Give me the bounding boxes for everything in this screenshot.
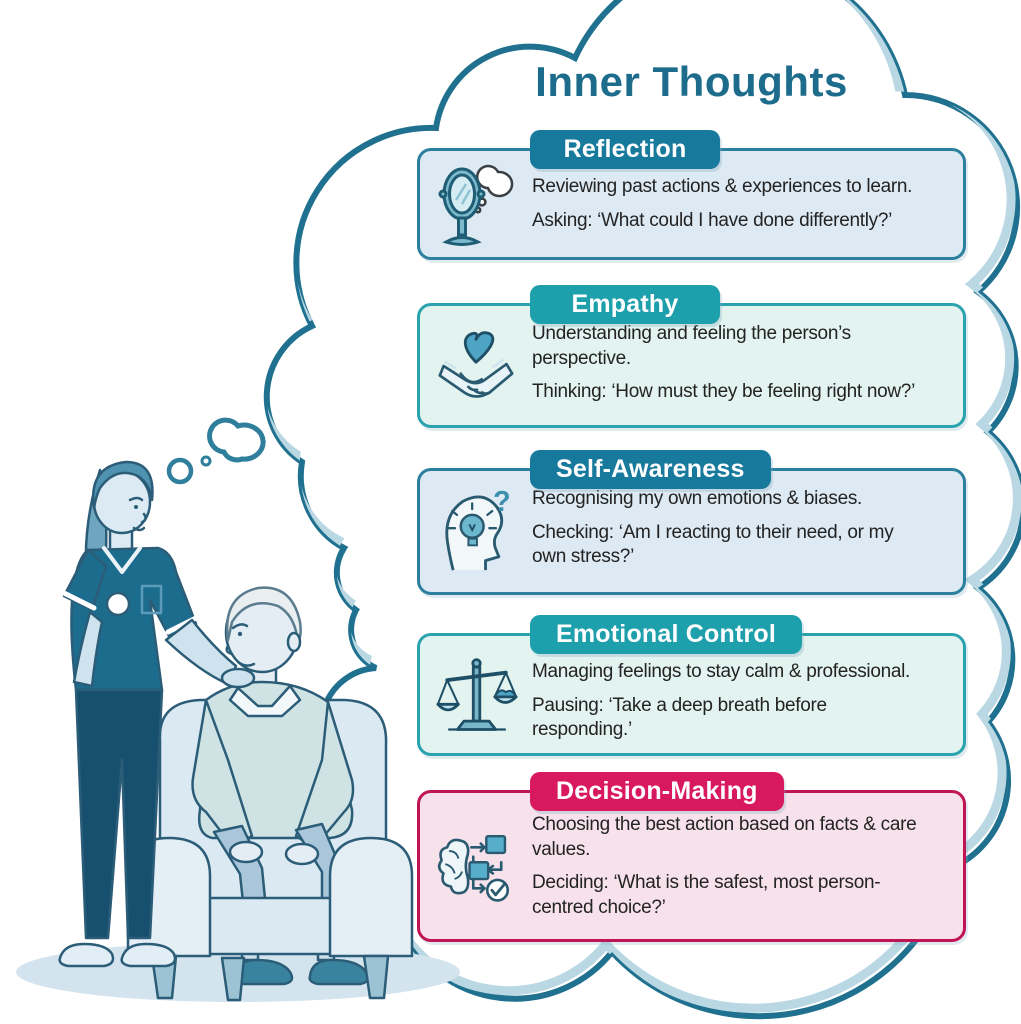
caregiver-nurse (58, 460, 256, 968)
page-title: Inner Thoughts (535, 58, 848, 105)
card-header-reflection: Reflection (530, 130, 720, 169)
card-text: Pausing: ‘Take a deep breath before resp… (532, 694, 827, 741)
card-empathy: Empathy Understanding and feeling the pe… (417, 285, 966, 428)
card-emotional-control: Emotional Control (417, 615, 966, 756)
card-text: Deciding: ‘What is the safest, most pers… (532, 872, 881, 919)
card-self-awareness: Self-Awareness ? Recognising my own emot… (417, 450, 966, 595)
card-text: Managing feelings to stay calm & profess… (532, 661, 911, 682)
mirror-reflection-icon (436, 158, 518, 250)
card-header-self-awareness: Self-Awareness (530, 450, 771, 489)
card-text: Asking: ‘What could I have done differen… (532, 209, 893, 231)
card-decision-making: Decision-Making (417, 772, 966, 942)
thought-bubble-trail (166, 417, 266, 485)
head-lightbulb-icon: ? (436, 486, 518, 578)
illustration-caregiver-elderly (16, 460, 460, 1002)
handshake-heart-icon (436, 324, 518, 408)
inner-thoughts-cards: Reflection (417, 130, 966, 942)
card-text: Understanding and feeling the person’s p… (532, 323, 851, 369)
card-header-decision-making: Decision-Making (530, 772, 784, 811)
card-text: Choosing the best action based on facts … (532, 814, 917, 860)
balance-scales-icon (436, 654, 518, 736)
brain-flowchart-icon (436, 823, 518, 909)
card-header-empathy: Empathy (530, 285, 720, 324)
svg-text:?: ? (493, 486, 510, 518)
card-text: Recognising my own emotions & biases. (532, 488, 863, 509)
card-reflection: Reflection (417, 130, 966, 260)
card-text: Checking: ‘Am I reacting to their need, … (532, 521, 894, 568)
card-header-emotional-control: Emotional Control (530, 615, 803, 654)
card-text: Reviewing past actions & experiences to … (532, 176, 913, 197)
card-text: Thinking: ‘How must they be feeling righ… (532, 381, 915, 403)
